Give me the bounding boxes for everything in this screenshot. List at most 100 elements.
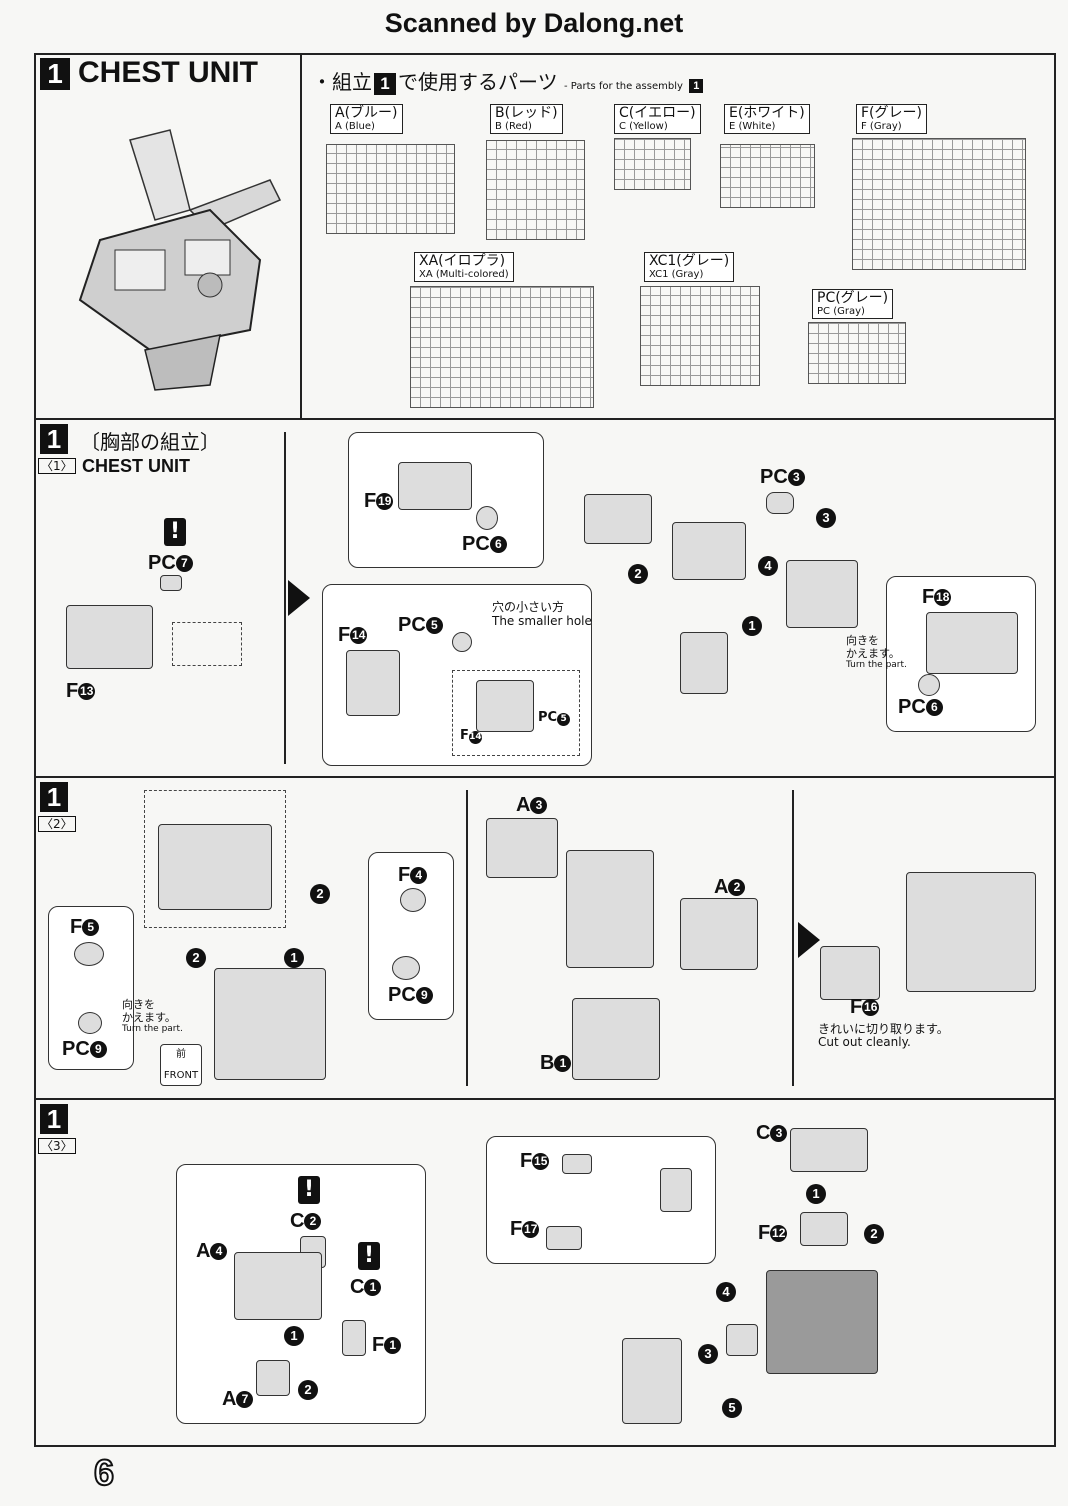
hole-note-jp: 穴の小さい方 bbox=[492, 600, 565, 614]
part-pc7 bbox=[160, 575, 182, 591]
step-number: 1 bbox=[40, 424, 68, 454]
part-f14-assembly bbox=[680, 632, 728, 694]
detail-box bbox=[452, 670, 580, 756]
part-f19-assembly bbox=[584, 494, 652, 544]
runner-label-c: C(イエロー)C (Yellow) bbox=[614, 104, 701, 134]
runner-e bbox=[720, 144, 815, 208]
part-chest-assembly bbox=[214, 968, 326, 1080]
part-f5 bbox=[74, 942, 104, 966]
step-substep: 〈2〉 bbox=[38, 816, 76, 832]
turn-note-en: Turn the part. bbox=[122, 1024, 183, 1034]
parts-heading-prefix: ・組立 bbox=[312, 70, 372, 94]
cut-note-jp: きれいに切り取ります。 bbox=[818, 1022, 949, 1036]
page-number: 6 bbox=[93, 1451, 115, 1494]
part-chest-rear bbox=[158, 824, 272, 910]
turn-note-jp: 向きを かえます。 bbox=[122, 998, 176, 1024]
flow-arrow-icon bbox=[288, 580, 310, 616]
runner-label-xa: XA(イロプラ)XA (Multi-colored) bbox=[414, 252, 514, 282]
step-marker: 2 bbox=[864, 1224, 884, 1244]
divider bbox=[300, 53, 302, 419]
part-f14-detail bbox=[476, 680, 534, 732]
part-f1 bbox=[342, 1320, 366, 1356]
step-marker: 5 bbox=[722, 1398, 742, 1418]
step-divider bbox=[284, 432, 286, 764]
turn-note-en: Turn the part. bbox=[846, 660, 907, 670]
step-marker: 1 bbox=[284, 1326, 304, 1346]
step-number: 1 bbox=[40, 1104, 68, 1134]
part-f15 bbox=[562, 1154, 592, 1174]
part-c3 bbox=[790, 1128, 868, 1172]
part-f19 bbox=[398, 462, 472, 510]
part-f4 bbox=[400, 888, 426, 912]
part-a7 bbox=[256, 1360, 290, 1396]
runner-label-a: A(ブルー)A (Blue) bbox=[330, 104, 403, 134]
runner-label-b: B(レッド)B (Red) bbox=[490, 104, 563, 134]
runner-xa bbox=[410, 286, 594, 408]
part-f18 bbox=[926, 612, 1018, 674]
section-title: CHEST UNIT bbox=[78, 56, 258, 89]
step-marker: 4 bbox=[716, 1282, 736, 1302]
runner-label-e: E(ホワイト)E (White) bbox=[724, 104, 810, 134]
part-pc3 bbox=[766, 492, 794, 514]
part-f13 bbox=[66, 605, 153, 669]
part-pc6-b bbox=[918, 674, 940, 696]
runner-c bbox=[614, 138, 691, 190]
divider bbox=[34, 776, 1056, 778]
cut-note-en: Cut out cleanly. bbox=[818, 1035, 911, 1049]
step-marker: 1 bbox=[742, 616, 762, 636]
part-b1 bbox=[572, 998, 660, 1080]
step-divider bbox=[792, 790, 794, 1086]
divider bbox=[34, 418, 1056, 420]
chest-unit-illustration bbox=[78, 129, 282, 391]
part-pc6 bbox=[476, 506, 498, 530]
step-substep: 〈3〉 bbox=[38, 1138, 76, 1154]
part-front-armor bbox=[622, 1338, 682, 1424]
part-f17 bbox=[546, 1226, 582, 1250]
step-title-jp: 〔胸部の組立〕 bbox=[80, 430, 220, 454]
part-f16 bbox=[820, 946, 880, 1000]
caution-icon: ! bbox=[298, 1176, 320, 1204]
front-jp: 前 bbox=[176, 1049, 186, 1060]
step-marker: 2 bbox=[628, 564, 648, 584]
step-marker: 3 bbox=[816, 508, 836, 528]
part-f-small bbox=[726, 1324, 758, 1356]
step-divider bbox=[466, 790, 468, 1086]
caution-icon: ! bbox=[358, 1242, 380, 1270]
step-title-en: CHEST UNIT bbox=[82, 456, 190, 476]
part-f14 bbox=[346, 650, 400, 716]
runner-label-pc: PC(グレー)PC (Gray) bbox=[812, 289, 894, 319]
part-pc9 bbox=[78, 1012, 102, 1034]
part-pc5 bbox=[452, 632, 472, 652]
runner-pc bbox=[808, 322, 906, 384]
part-side-block bbox=[786, 560, 858, 628]
part-a2 bbox=[680, 898, 758, 970]
part-chest-unit bbox=[766, 1270, 878, 1374]
runner-f bbox=[852, 138, 1026, 270]
part-a3 bbox=[486, 818, 558, 878]
part-pc9-b bbox=[392, 956, 420, 980]
step-marker: 2 bbox=[186, 948, 206, 968]
step-marker: 3 bbox=[698, 1344, 718, 1364]
step-marker: 1 bbox=[284, 948, 304, 968]
part-f12 bbox=[800, 1212, 848, 1246]
